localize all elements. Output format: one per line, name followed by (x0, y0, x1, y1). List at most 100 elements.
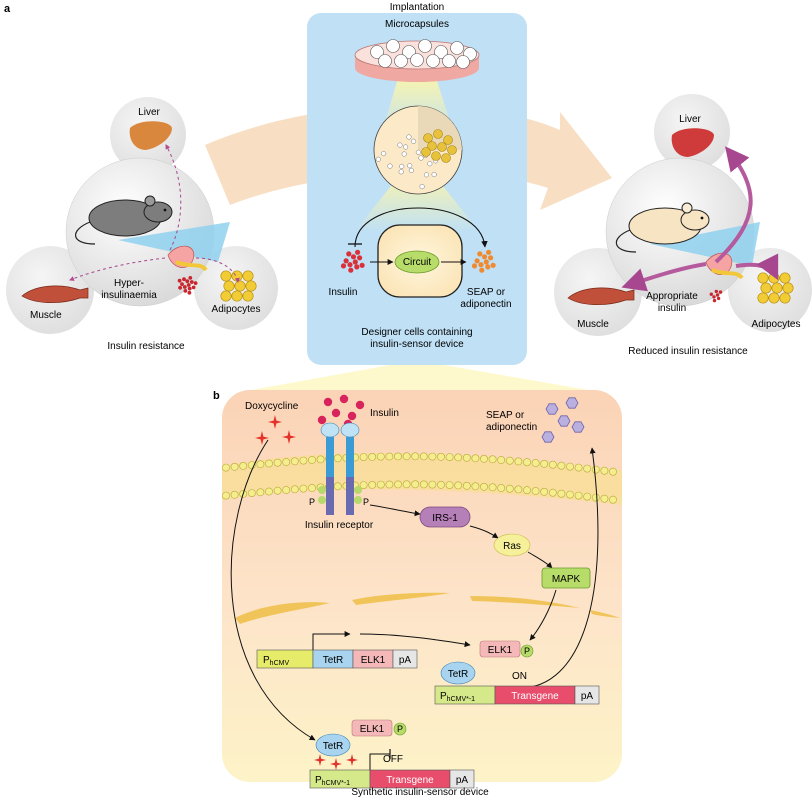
right-liver-label: Liver (679, 114, 701, 125)
right-appropriate-label2: insulin (658, 303, 686, 314)
pancreas-icon (705, 252, 744, 280)
elk1-off-label: ELK1 (360, 724, 385, 735)
pa-label-on: pA (581, 691, 594, 702)
seap-label-a2: adiponectin (460, 299, 511, 310)
designer-cells-line1: Designer cells containing (361, 327, 472, 338)
p-label-left: P (309, 497, 315, 507)
panel-b-label: b (213, 390, 220, 402)
signal-arrow-liver (714, 146, 753, 264)
right-appropriate-label1: Appropriate (646, 291, 698, 302)
tre-off-label: PhCMV*-1 (315, 775, 350, 787)
muscle-icon (21, 285, 89, 303)
pa-box-on (574, 685, 600, 705)
doxycycline-star-icon (314, 754, 358, 770)
left-hyper-label2: insulinaemia (101, 290, 157, 301)
arrow-dox-to-off (230, 439, 316, 741)
signal-path-liver (165, 144, 182, 251)
left-liver-label: Liver (138, 107, 160, 118)
phospho-on-label: P (524, 646, 530, 656)
insulin-label-b: Insulin (370, 408, 399, 419)
pa-label-1: pA (399, 655, 412, 666)
left-hyper-label1: Hyper- (114, 278, 144, 289)
left-muscle-label: Muscle (30, 310, 62, 321)
liver-icon (129, 121, 172, 150)
liver-icon (671, 128, 714, 157)
nuclear-envelope (235, 592, 620, 624)
adipocytes-icon (757, 272, 794, 304)
insulin-label: Insulin (329, 287, 358, 298)
doxycycline-star-icon (255, 415, 296, 445)
mouse-icon (615, 202, 710, 253)
signal-path-adipo (195, 257, 240, 283)
insulin-cluster (177, 276, 198, 295)
capsule-section-icon (373, 105, 463, 195)
signal-arrow-muscle (621, 262, 707, 292)
elk1-gene-label: ELK1 (361, 655, 386, 666)
insulin-molecules (317, 394, 365, 429)
right-adipocytes-label: Adipocytes (752, 319, 801, 330)
arrow-ras-mapk (527, 551, 553, 569)
panel-b-caption: Synthetic insulin-sensor device (351, 787, 489, 798)
left-caption: Insulin resistance (107, 341, 185, 352)
signal-arrow-adipo (735, 253, 779, 281)
off-label: OFF (383, 754, 403, 765)
ras-node (493, 533, 531, 557)
mouse-icon (75, 195, 173, 245)
phospho-off (393, 722, 407, 736)
light-beam-mid (354, 175, 480, 232)
arrow-mapk-elk1 (529, 589, 557, 641)
elk1-protein-off (351, 719, 393, 737)
circuit-node (394, 250, 440, 274)
phospho-on (520, 644, 534, 658)
mapk-node (541, 567, 591, 589)
transcription-arrow-1 (312, 631, 351, 650)
elk1-protein-on (479, 640, 521, 658)
pa-box-off (449, 769, 475, 789)
right-muscle-label: Muscle (577, 319, 609, 330)
irs1-node (419, 506, 471, 528)
adipocytes-icon (220, 270, 257, 302)
irs1-label: IRS-1 (432, 513, 458, 524)
on-label: ON (512, 671, 527, 682)
seap-hexagon-icon (541, 397, 585, 443)
feedback-arc (354, 207, 488, 248)
seap-label-a1: SEAP or (467, 287, 506, 298)
muscle-icon (567, 287, 635, 305)
seap-label-b1: SEAP or (486, 410, 525, 421)
microcapsules-label: Microcapsules (385, 19, 449, 30)
arrow-transgene-to-output (519, 447, 599, 689)
circuit-label: Circuit (403, 257, 432, 268)
cell-membrane (222, 452, 622, 505)
insulin-molecules (340, 249, 365, 273)
phcmv-label: PhCMV (263, 655, 289, 667)
arrow-receptor-irs1 (369, 504, 421, 517)
arrow-irs1-ras (469, 525, 499, 539)
elk1-on-label: ELK1 (488, 645, 513, 656)
tetr-protein-on (440, 661, 476, 685)
off-repression-bar (369, 753, 390, 770)
insulin-cluster (709, 289, 723, 303)
left-adipocytes-label: Adipocytes (212, 304, 261, 315)
p-label-right: P (363, 497, 369, 507)
tetr-gene-label: TetR (323, 655, 344, 666)
tetr-off-label: TetR (323, 741, 344, 752)
mapk-label: MAPK (552, 574, 581, 585)
receptor-label: Insulin receptor (305, 520, 374, 531)
arrow-to-fusion (359, 633, 471, 648)
output-molecules (471, 249, 496, 273)
tetr-on-label: TetR (448, 669, 469, 680)
seap-label-b2: adiponectin (486, 422, 537, 433)
receptor-icon (318, 422, 362, 515)
microcapsule-dish-icon (354, 39, 480, 82)
transgene-on-label: Transgene (511, 691, 559, 702)
pa-box-1 (392, 649, 418, 669)
panel-a-label: a (4, 3, 11, 15)
pa-label-off: pA (456, 775, 469, 786)
light-beam-bottom (240, 365, 600, 392)
doxycycline-label: Doxycycline (245, 401, 299, 412)
ras-label: Ras (503, 541, 521, 552)
transgene-off-label: Transgene (386, 775, 434, 786)
pancreas-icon (167, 245, 208, 272)
designer-cells-line2: insulin-sensor device (370, 339, 464, 350)
